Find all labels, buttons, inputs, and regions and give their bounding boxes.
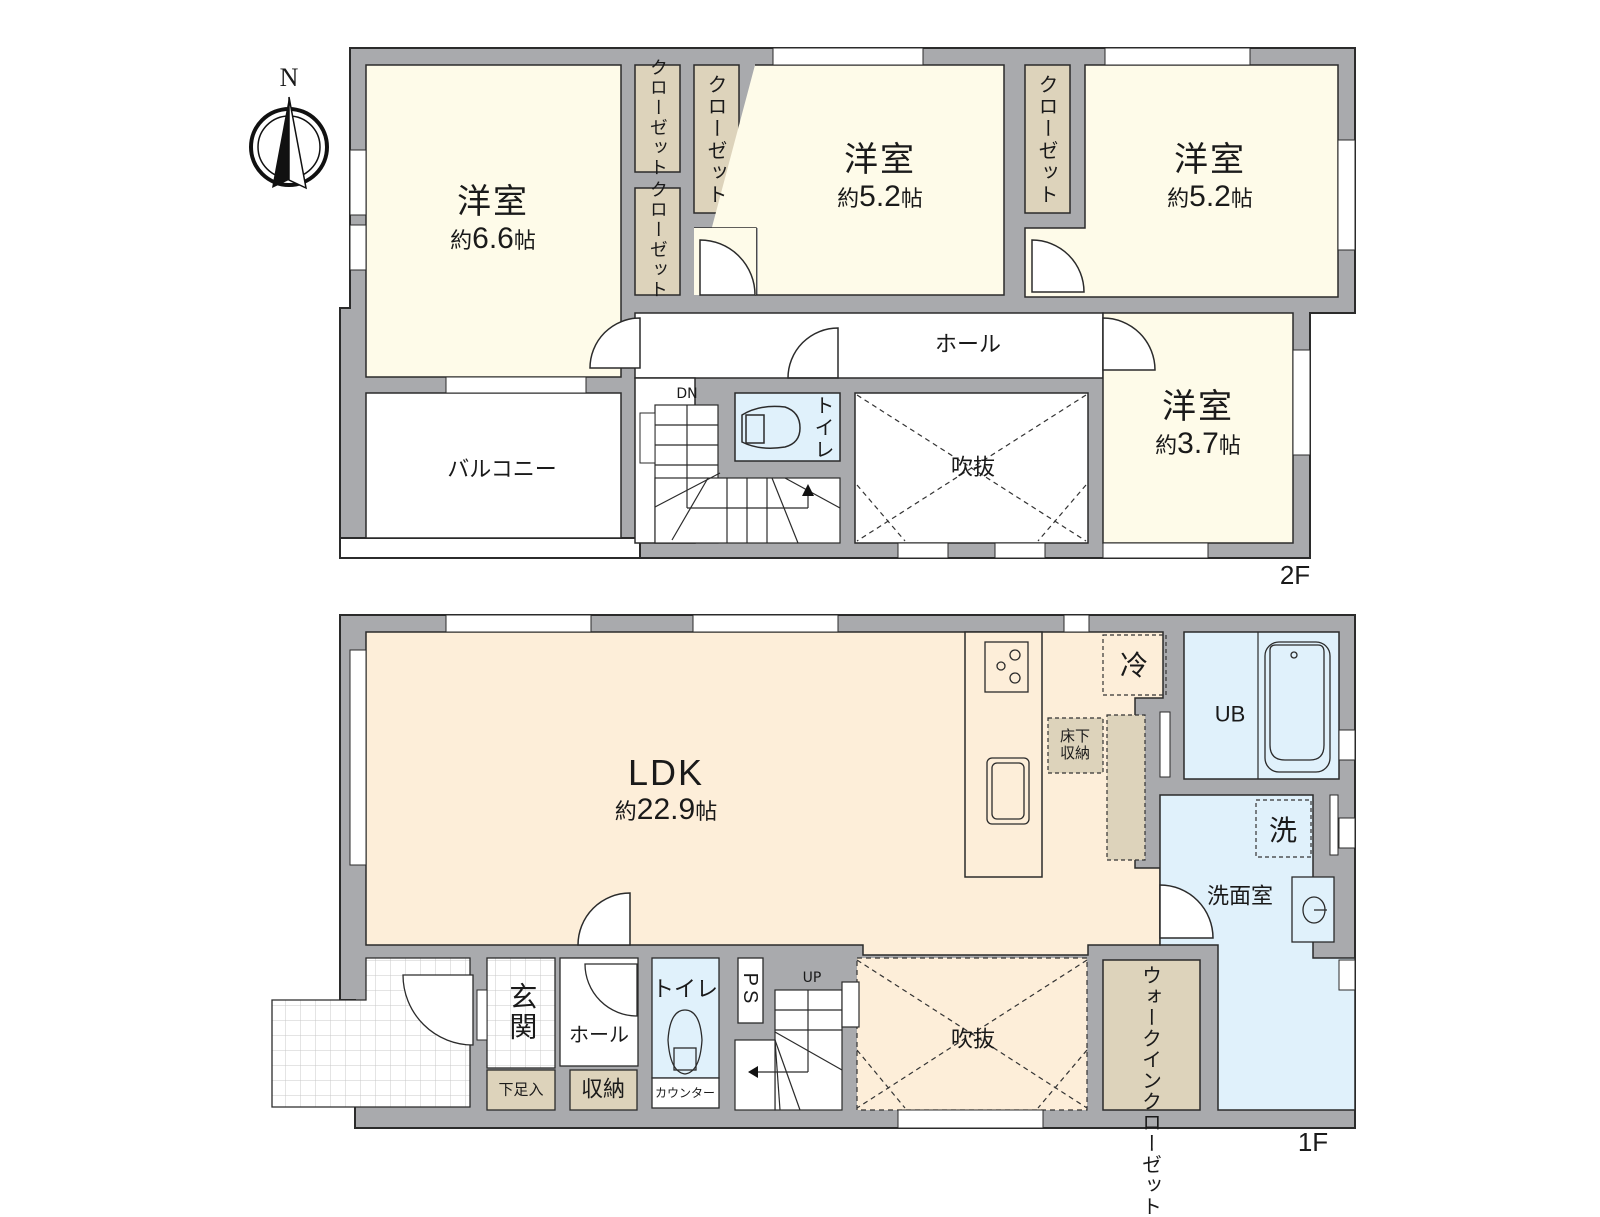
shoe-storage-label: 下足入	[498, 1080, 544, 1099]
hall-2f	[634, 312, 1104, 379]
hall-2f-label: ホール	[934, 332, 1002, 358]
counter-label: カウンター	[654, 1086, 716, 1101]
entrance	[486, 957, 556, 1069]
toilet-2f-label: トイレ	[811, 395, 835, 461]
storage	[569, 1069, 638, 1111]
storage-label: 収納	[580, 1077, 626, 1103]
balcony	[365, 392, 622, 539]
walk-in-closet	[1102, 959, 1201, 1111]
entrance-label: 玄関	[505, 982, 539, 1042]
second-floor	[339, 47, 1356, 559]
underfloor-storage	[1047, 717, 1104, 774]
stove-icon	[984, 641, 1029, 693]
toilet-fixture-icon	[667, 1009, 703, 1075]
toilet-fixture-icon	[741, 405, 801, 449]
kitchen-counter	[964, 631, 1043, 878]
compass-north-label: N	[279, 63, 299, 93]
toilet-1f	[651, 957, 720, 1079]
pipe-space	[737, 957, 764, 1024]
closet-label-4: クローゼット	[1035, 74, 1059, 206]
toilet-1f-label: トイレ	[651, 977, 719, 1003]
void-2f-label: 吹抜	[950, 455, 996, 481]
room-ldk	[365, 631, 1164, 956]
closet-label-3: クローゼット	[704, 74, 728, 206]
room-western-1	[365, 64, 622, 378]
washroom-label: 洗面室	[1206, 884, 1274, 910]
floor-tag-1f: 1F	[1297, 1127, 1329, 1158]
room-western-2-label: 洋室 約5.2帖	[837, 140, 923, 214]
washroom	[1159, 794, 1356, 1111]
floor-tag-2f: 2F	[1279, 560, 1311, 591]
room-ldk-label: LDK 約22.9帖	[614, 752, 718, 827]
fridge-label: 冷	[1119, 648, 1149, 682]
unit-bath-label: UB	[1214, 701, 1246, 727]
toilet-2f	[734, 392, 841, 462]
north-arrow-icon	[249, 96, 329, 190]
bathtub-icon	[1264, 641, 1331, 773]
hall-1f-label: ホール	[569, 1022, 629, 1047]
counter	[651, 1077, 720, 1109]
room-western-3-label: 洋室 約5.2帖	[1167, 140, 1253, 214]
washer-label: 洗	[1268, 813, 1298, 847]
void-1f-label: 吹抜	[950, 1027, 996, 1053]
closet-label-2: クローゼット	[646, 180, 668, 300]
walk-in-closet-label: ウォークインクローゼット	[1138, 965, 1163, 1217]
stairs-up-label: UP	[802, 969, 822, 986]
balcony-label: バルコニー	[447, 457, 557, 483]
room-western-4-label: 洋室 約3.7帖	[1155, 387, 1241, 461]
sink-icon	[986, 757, 1030, 825]
closet-label-1: クローゼット	[646, 58, 668, 178]
first-floor	[271, 614, 1356, 1129]
fridge-space	[1102, 634, 1167, 696]
washbasin-icon	[1302, 896, 1327, 924]
unit-bath	[1183, 631, 1340, 780]
stairs-down-label: DN	[676, 385, 698, 402]
shoe-storage	[486, 1069, 556, 1111]
room-western-1-label: 洋室 約6.6帖	[450, 182, 536, 256]
pipe-space-label: PS	[739, 972, 761, 1008]
underfloor-storage-label: 床下収納	[1059, 726, 1090, 762]
